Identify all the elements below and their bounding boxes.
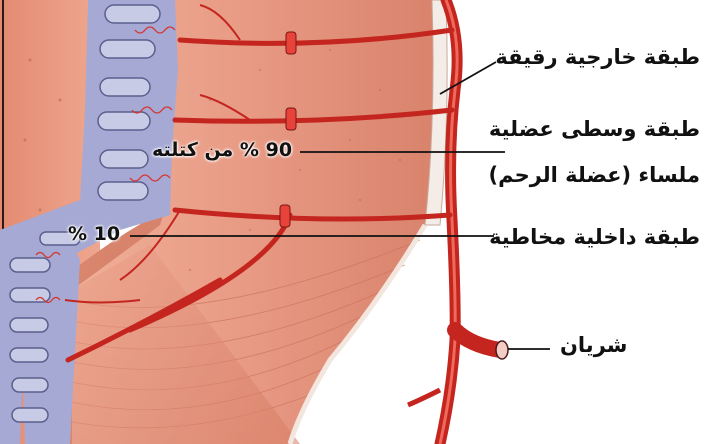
label-middle-percent: 90 % من كتلته (152, 139, 292, 163)
label-artery: شريان (560, 332, 627, 358)
artery-branch (455, 330, 500, 350)
label-inner-layer: طبقة داخلية مخاطية (489, 224, 700, 250)
artery-lumen (496, 341, 508, 359)
label-middle-layer-line2: ملساء (عضلة الرحم) (489, 162, 700, 188)
label-outer-layer: طبقة خارجية رقيقة (495, 44, 700, 70)
label-middle-layer-line1: طبقة وسطى عضلية (489, 116, 700, 142)
label-inner-percent: 10 % (68, 223, 120, 247)
artery-lower-branch (408, 390, 440, 405)
